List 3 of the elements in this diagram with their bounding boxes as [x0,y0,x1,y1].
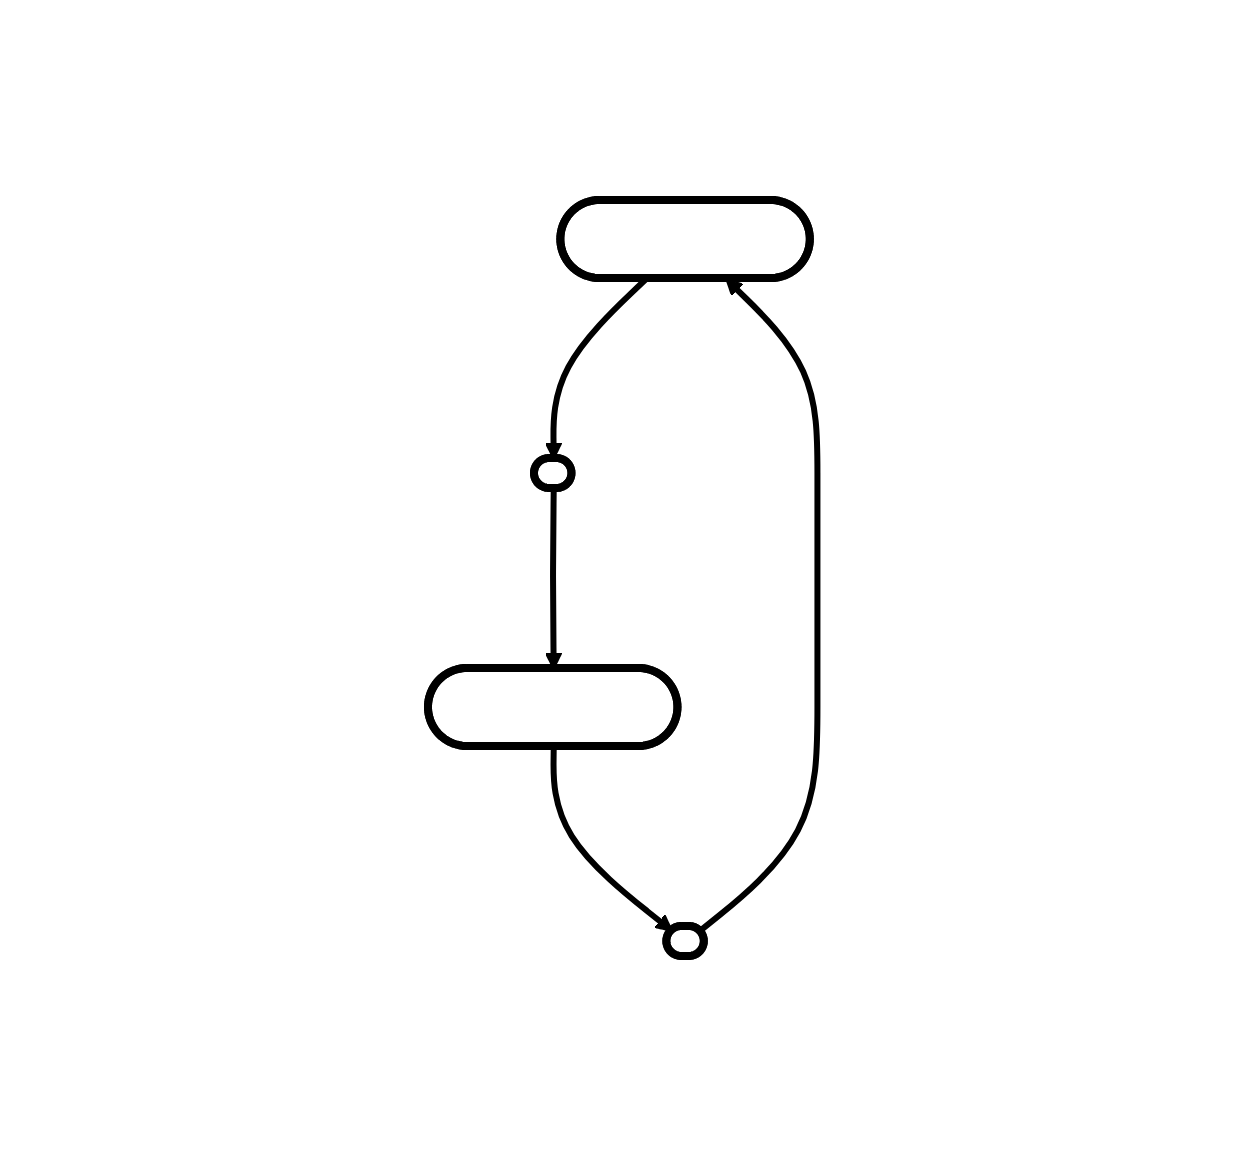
arrow [698,277,821,933]
arrow [545,487,563,669]
arrow [550,745,674,931]
